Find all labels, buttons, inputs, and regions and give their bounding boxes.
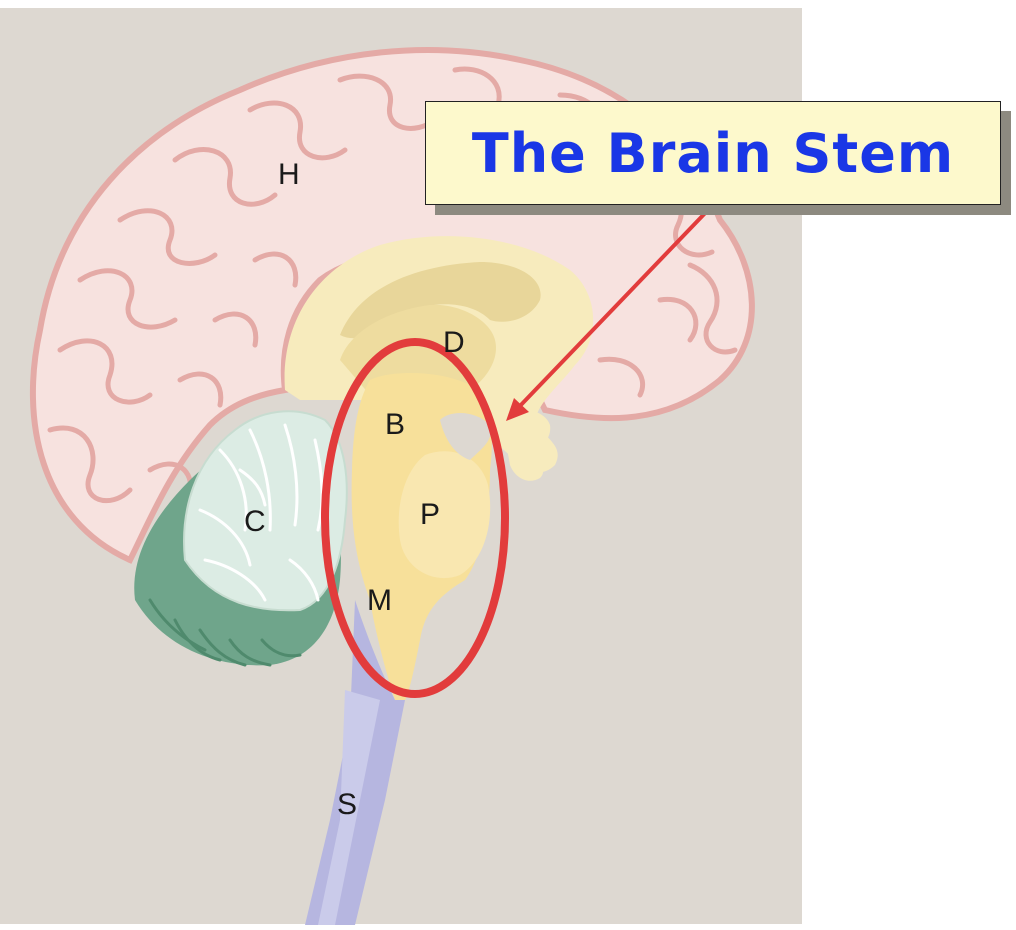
ventricle-gap [440, 413, 491, 460]
label-m: M [367, 584, 392, 617]
pituitary-region [500, 408, 551, 481]
callout-arrow [506, 206, 712, 421]
label-c: C [244, 505, 266, 538]
label-p: P [420, 498, 440, 531]
label-b: B [385, 408, 405, 441]
callout-title: The Brain Stem [471, 121, 955, 185]
spinal-cord-highlight [318, 690, 380, 925]
callout-box: The Brain Stem [425, 101, 1001, 205]
pons [398, 451, 491, 579]
label-h: H [278, 158, 300, 191]
brain-stem-highlight-oval [321, 338, 509, 698]
cerebellum [134, 410, 348, 667]
label-d: D [443, 326, 465, 359]
label-s: S [337, 788, 357, 821]
